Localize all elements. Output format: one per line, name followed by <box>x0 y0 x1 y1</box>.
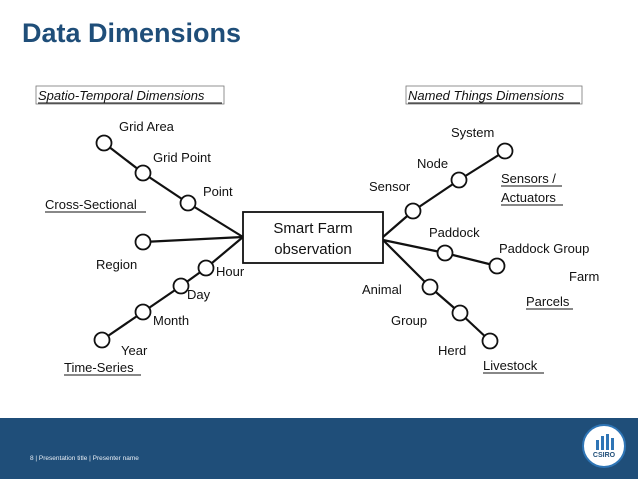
label-year: Year <box>121 343 148 358</box>
label-grid-area: Grid Area <box>119 119 175 134</box>
edge-center-paddock <box>382 238 446 255</box>
label-point: Point <box>203 184 233 199</box>
right-heading: Named Things Dimensions <box>408 88 565 103</box>
node-node <box>450 171 468 189</box>
footer-text: 8 | Presentation title | Presenter name <box>30 455 139 462</box>
label-grid-point: Grid Point <box>153 150 211 165</box>
center-line1: Smart Farm <box>273 220 352 237</box>
label-system: System <box>451 125 494 140</box>
slide-title: Data Dimensions <box>22 18 242 48</box>
node-paddock <box>436 244 454 262</box>
label-sensors-line1: Sensors / <box>501 171 556 186</box>
node-region <box>134 233 152 251</box>
center-box <box>242 211 384 264</box>
label-group: Group <box>391 313 427 328</box>
node-year <box>93 331 111 349</box>
footer-bar: 8 | Presentation title | Presenter name <box>0 418 638 479</box>
label-node: Node <box>417 156 448 171</box>
csiro-logo: CSIRO <box>582 424 626 468</box>
node-system <box>496 142 514 160</box>
label-paddock: Paddock <box>429 225 480 240</box>
edge-gridpoint-point <box>142 172 189 204</box>
label-hour: Hour <box>216 264 245 279</box>
node-group <box>451 304 469 322</box>
label-month: Month <box>153 313 189 328</box>
center-line2: observation <box>274 241 352 258</box>
edge-point-center <box>187 202 244 238</box>
node-herd <box>481 332 499 350</box>
left-heading: Spatio-Temporal Dimensions <box>38 88 205 103</box>
label-animal: Animal <box>362 282 402 297</box>
node-animal <box>421 278 439 296</box>
label-farm: Farm <box>569 269 599 284</box>
node-grid-point <box>134 164 152 182</box>
node-hour <box>197 259 215 277</box>
node-paddock-group <box>488 257 506 275</box>
node-point <box>179 194 197 212</box>
edge-paddock-group <box>444 251 498 268</box>
label-parcels: Parcels <box>526 294 570 309</box>
left-heading-box <box>35 85 225 105</box>
label-region: Region <box>96 257 137 272</box>
label-livestock: Livestock <box>483 358 538 373</box>
node-sensor <box>404 202 422 220</box>
label-sensor: Sensor <box>369 179 411 194</box>
right-heading-box <box>405 85 583 105</box>
logo-bars-icon <box>596 434 614 450</box>
label-day: Day <box>187 287 211 302</box>
edge-region-center <box>142 235 244 244</box>
node-month <box>134 303 152 321</box>
label-cross-sectional: Cross-Sectional <box>45 197 137 212</box>
node-day <box>172 277 190 295</box>
label-sensors-line2: Actuators <box>501 190 556 205</box>
node-grid-area <box>95 134 113 152</box>
edge-sensor-node <box>412 179 460 212</box>
edge-center-animal <box>382 239 431 288</box>
label-paddock-group: Paddock Group <box>499 241 589 256</box>
label-herd: Herd <box>438 343 466 358</box>
logo-text: CSIRO <box>592 452 616 459</box>
dimensions-diagram: Smart Farm observation Spatio-Temporal D… <box>35 85 599 376</box>
edge-node-system <box>458 150 506 181</box>
label-time-series: Time-Series <box>64 360 134 375</box>
